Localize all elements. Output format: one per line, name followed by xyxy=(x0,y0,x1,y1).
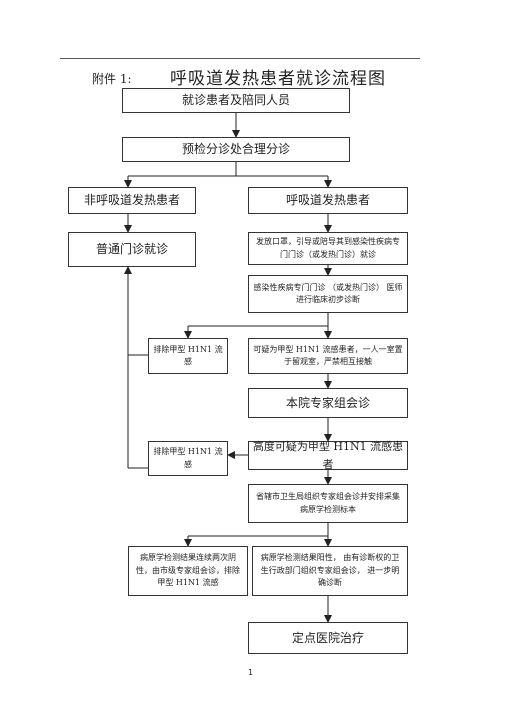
box-exclude-h1n1-2: 排除甲型 H1N1 流感 xyxy=(148,441,228,476)
box-exclude-h1n1-1: 排除甲型 H1N1 流感 xyxy=(148,338,228,374)
box-hospital-experts: 本院专家组会诊 xyxy=(248,388,408,418)
box-triage: 预检分诊处合理分诊 xyxy=(122,137,350,162)
box-general-clinic: 普通门诊就诊 xyxy=(68,232,196,267)
box-city-experts-sampling: 省辖市卫生局组织专家组会诊并安排采集病原学检测标本 xyxy=(248,484,408,523)
page-number: 1 xyxy=(248,668,254,677)
box-non-respiratory-fever: 非呼吸道发热患者 xyxy=(68,187,196,214)
box-positive-results: 病原学检测结果阳性， 由有诊断权的卫生行政部门组织专家组会诊， 进一步明确诊断 xyxy=(252,546,408,596)
page-title: 呼吸道发热患者就诊流程图 xyxy=(170,69,386,89)
header-rule xyxy=(60,58,420,59)
split-connector xyxy=(128,162,237,177)
box-initial-diagnosis: 感染性疾病专门门诊 （或发热门诊） 医师进行临床初步诊断 xyxy=(248,275,408,313)
box-designated-hospital: 定点医院治疗 xyxy=(248,622,408,654)
annex-label: 附件 1: xyxy=(92,72,132,86)
box-respiratory-fever: 呼吸道发热患者 xyxy=(248,187,408,214)
box-suspected-h1n1: 可疑为甲型 H1N1 流感患者，一人一室置于留观室，严禁相互接触 xyxy=(248,338,408,374)
split-after-b13 xyxy=(188,523,329,537)
box-highly-suspected: 高度可疑为甲型 H1N1 流感患者 xyxy=(248,440,408,471)
split-after-b7 xyxy=(188,313,329,327)
box-patients-and-companions: 就诊患者及陪同人员 xyxy=(122,88,350,113)
box-issue-masks: 发放口罩，引导或陪导其到感染性疾病专门门诊（或发热门诊）就诊 xyxy=(248,232,408,265)
box-negative-results: 病原学检测结果连续两次阴性，由市级专家组会诊，排除甲型 H1N1 流感 xyxy=(128,546,248,596)
